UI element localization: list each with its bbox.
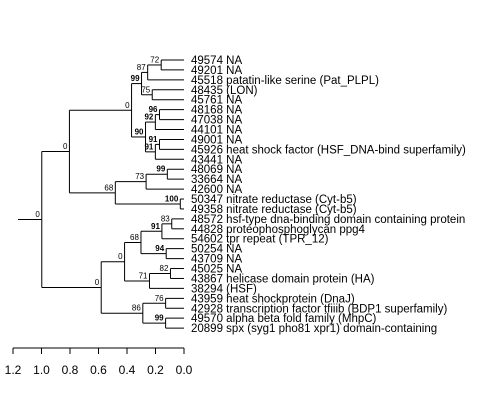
leaf-label: 42600 NA [191,184,242,196]
leaf-label: 50254 NA [191,244,242,256]
support-value: 68 [104,183,113,192]
support-value: 96 [149,105,158,114]
support-value: 91 [149,135,158,144]
leaf-label: 45025 NA [191,264,242,276]
support-value: 94 [155,244,164,253]
leaf-label: 49570 alpha beta fold family (MhpC) [191,313,377,325]
leaf-label: 33664 NA [191,174,242,186]
support-value: 0 [118,252,123,261]
support-value: 0 [125,101,130,110]
support-value: 87 [137,63,146,72]
support-value: 90 [135,127,144,136]
support-value: 82 [160,264,169,273]
leaf-label: 43441 NA [191,154,242,166]
leaf-label: 49574 NA [191,55,242,67]
distance-axis: 1.2 1.0 0.8 0.6 0.4 0.2 0.0 [5,347,193,377]
leaf-label: 54602 tpr repeat (TPR_12) [191,234,329,246]
support-values: 7287759996929191900997310068083919468827… [35,55,179,322]
support-value: 92 [144,113,153,122]
leaf-label: 44101 NA [191,125,242,137]
support-value: 68 [130,233,139,242]
support-value: 0 [95,278,100,287]
leaf-label: 38294 (HSF) [191,283,257,295]
support-value: 91 [144,142,153,151]
leaf-label: 44828 proteophosphoglycan ppg4 [191,224,366,236]
leaf-label: 48168 NA [191,105,242,117]
support-value: 99 [156,165,165,174]
support-value: 99 [131,74,140,83]
support-value: 100 [165,194,179,203]
leaf-label: 49358 nitrate reductase (Cyt-b5) [191,204,357,216]
leaf-label: 47038 NA [191,115,242,127]
support-value: 91 [151,222,160,231]
support-value: 71 [139,271,148,280]
support-value: 86 [132,304,141,313]
leaf-label: 42928 transcription factor tfiiib (BDP1 … [191,303,447,315]
axis-tick-label: 0.8 [62,363,79,377]
support-value: 73 [135,172,144,181]
leaf-label: 45926 heat shock factor (HSF_DNA-bind su… [191,144,466,156]
leaf-label: 45518 patatin-like serine (Pat_PLPL) [191,75,379,87]
support-value: 83 [161,214,170,223]
leaf-label: 43867 helicase domain protein (HA) [191,273,375,285]
axis-tick-label: 0.4 [119,363,136,377]
leaf-label: 48435 (LON) [191,85,258,97]
axis-tick-label: 1.0 [33,363,50,377]
leaf-label: 49201 NA [191,65,242,77]
leaf-label: 43709 NA [191,254,242,266]
leaf-label: 20899 spx (syg1 pho81 xpr1) domain-conta… [191,323,437,335]
axis-tick-label: 0.0 [176,363,193,377]
axis-tick-label: 1.2 [5,363,22,377]
support-value: 75 [141,85,150,94]
support-value: 0 [35,210,40,219]
leaf-label: 45761 NA [191,95,242,107]
support-value: 76 [155,294,164,303]
axis-tick-label: 0.2 [147,363,164,377]
leaf-label: 43959 heat shockprotein (DnaJ) [191,293,355,305]
tree-branches [18,59,184,329]
leaf-label: 50347 nitrate reductase (Cyt-b5) [191,194,357,206]
leaf-label: 48069 NA [191,164,242,176]
axis-tick-label: 0.6 [90,363,107,377]
support-value: 0 [63,142,68,151]
support-value: 72 [150,55,159,64]
support-value: 99 [155,314,164,323]
leaf-label: 49001 NA [191,134,242,146]
leaf-label: 48572 hsf-type dna-binding domain contai… [191,214,465,226]
